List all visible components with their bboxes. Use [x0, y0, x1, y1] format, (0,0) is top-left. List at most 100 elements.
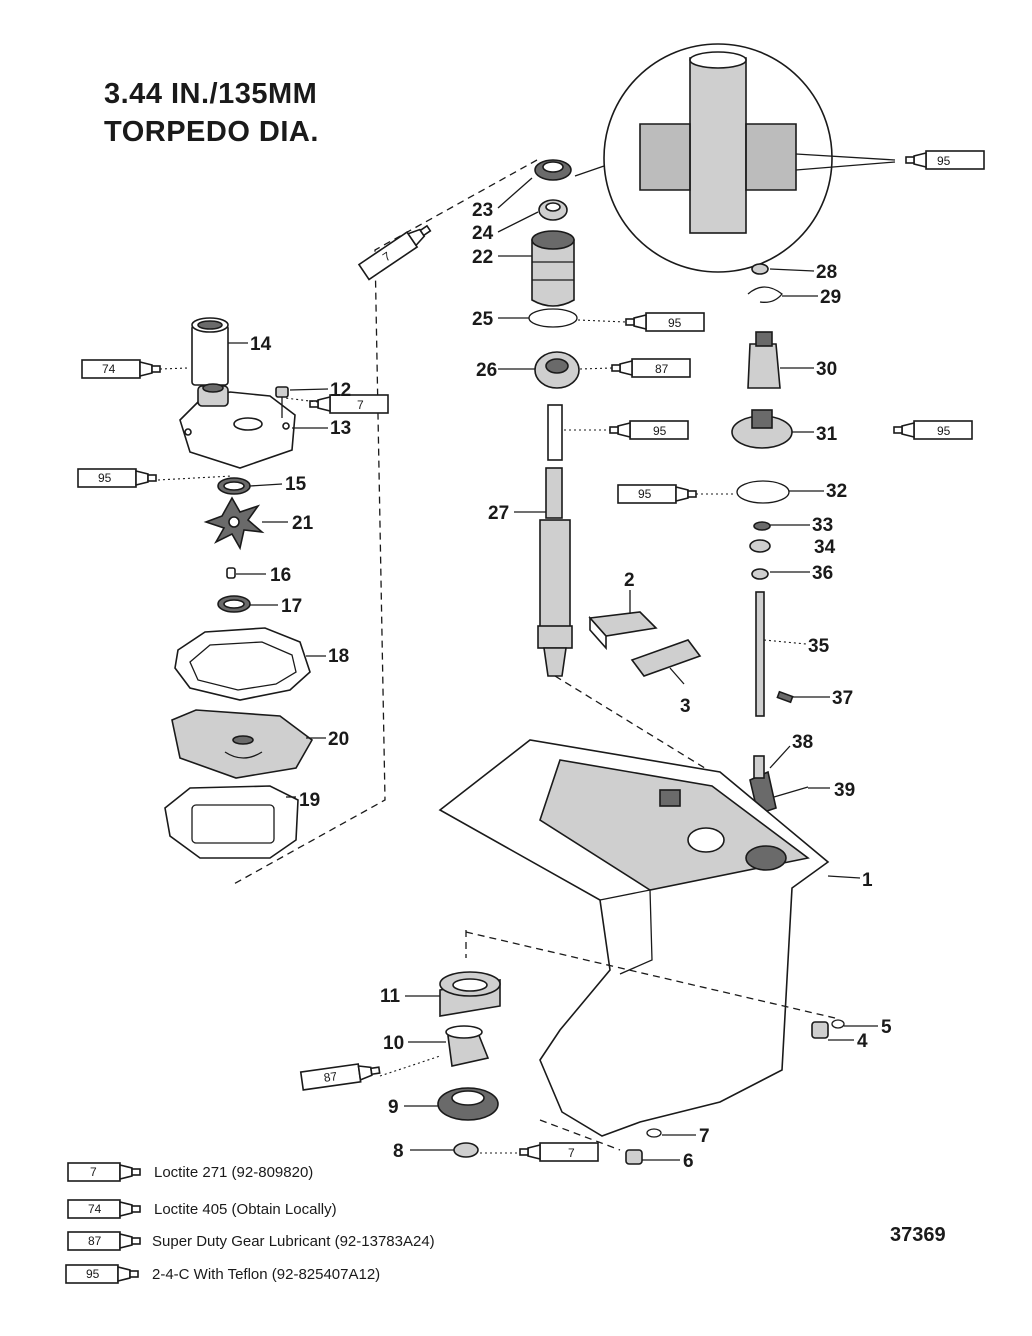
- label-part-21: 21: [292, 513, 314, 534]
- part-14-insert-sleeve: [191, 317, 229, 386]
- part-8-nut: [453, 1142, 479, 1158]
- label-part-34: 34: [814, 537, 836, 558]
- label-part-4: 4: [857, 1031, 868, 1052]
- tube-87-part-10-label: 87: [323, 1069, 338, 1085]
- label-part-30: 30: [816, 359, 837, 380]
- tube-95-left-line: [157, 475, 233, 481]
- part-27-driveshaft: [537, 404, 573, 677]
- part-26-bearing: [534, 351, 580, 389]
- legend-tube-code-2: 74: [88, 1202, 102, 1216]
- legend-tube-code-4: 95: [86, 1267, 100, 1281]
- label-part-39: 39: [834, 780, 855, 801]
- tube-74-left-line: [159, 367, 189, 370]
- tube-7-part-12-label: 7: [357, 398, 364, 412]
- tube-87-part-26: [611, 358, 691, 378]
- tube-95-left-label: 95: [98, 471, 112, 485]
- part-28-nut: [751, 263, 769, 275]
- tube-95-part-27: [609, 420, 689, 440]
- part-2-shim: [588, 611, 658, 651]
- part-29-retaining-ring: [747, 286, 783, 303]
- part-36-nut: [751, 568, 769, 580]
- label-part-17: 17: [281, 596, 302, 617]
- label-part-11: 11: [380, 986, 401, 1007]
- label-part-35: 35: [808, 636, 830, 657]
- driveshaft-dash-line: [554, 675, 709, 771]
- part-5-sealing-washer: [831, 1019, 845, 1029]
- label-part-27: 27: [488, 503, 509, 524]
- part-7-sealing-washer: [646, 1128, 662, 1138]
- tube-7-part-8-label: 7: [568, 1146, 575, 1160]
- legend-text-4: 2-4-C With Teflon (92-825407A12): [152, 1266, 380, 1283]
- diagram-title-line-1: 3.44 IN./135MM: [104, 78, 318, 110]
- tube-95-part-31-label: 95: [937, 424, 951, 438]
- label-part-38: 38: [792, 732, 813, 753]
- tube-87-part-10-line: [379, 1055, 441, 1077]
- label-part-32: 32: [826, 481, 847, 502]
- tube-95-part-32-label: 95: [638, 487, 652, 501]
- legend-text-2: Loctite 405 (Obtain Locally): [154, 1201, 337, 1218]
- legend: 7 Loctite 271 (92-809820) 74 Loctite 405…: [65, 1162, 435, 1284]
- part-30-shift-coupler: [747, 331, 781, 389]
- part-25-o-ring: [528, 308, 578, 328]
- legend-tube-code-3: 87: [88, 1234, 102, 1248]
- tube-95-seal-lines: [795, 153, 896, 171]
- part-4-screw: [811, 1021, 829, 1039]
- pinion-dash-line-upper: [465, 931, 836, 1019]
- part-3-shim: [630, 639, 702, 677]
- tube-7-part-12: [309, 394, 389, 414]
- label-part-2: 2: [624, 570, 635, 591]
- pinion-dash-line-lower: [539, 1119, 621, 1151]
- label-part-8: 8: [393, 1141, 404, 1162]
- tube-95-seal: [905, 150, 985, 170]
- legend-row-4: 95 2-4-C With Teflon (92-825407A12): [65, 1264, 380, 1284]
- label-part-9: 9: [388, 1097, 399, 1118]
- part-13-water-pump-body: [179, 383, 296, 469]
- part-10-tapered-bearing: [445, 1025, 490, 1067]
- label-part-3: 3: [680, 696, 691, 717]
- legend-text-1: Loctite 271 (92-809820): [154, 1164, 313, 1181]
- part-39-screw: [773, 786, 809, 798]
- label-part-12: 12: [330, 380, 351, 401]
- label-part-33: 33: [812, 515, 833, 536]
- label-part-31: 31: [816, 424, 838, 445]
- label-part-10: 10: [383, 1033, 404, 1054]
- label-part-1: 1: [862, 870, 873, 891]
- part-23-oil-seal: [534, 159, 572, 181]
- tube-95-part-27-label: 95: [653, 424, 667, 438]
- part-21-impeller: [203, 496, 265, 551]
- label-part-7: 7: [699, 1126, 710, 1147]
- label-part-23: 23: [472, 200, 493, 221]
- label-part-19: 19: [299, 790, 320, 811]
- part-18-gasket: [174, 627, 311, 701]
- part-6-screw: [625, 1149, 643, 1165]
- part-15-seal: [217, 477, 251, 495]
- part-33-o-ring: [753, 521, 771, 531]
- label-part-14: 14: [250, 334, 272, 355]
- part-24-bearing: [538, 199, 568, 221]
- tube-95-part-25: [625, 312, 705, 332]
- part-19-gasket: [164, 785, 299, 859]
- label-part-13: 13: [330, 418, 351, 439]
- part-16-drive-key: [226, 567, 236, 579]
- part-32-o-ring: [736, 480, 790, 504]
- tube-74-left: 74: [81, 359, 161, 379]
- label-part-6: 6: [683, 1151, 694, 1172]
- legend-text-3: Super Duty Gear Lubricant (92-13783A24): [152, 1233, 435, 1250]
- seal-detail-inset: [574, 43, 833, 273]
- label-part-36: 36: [812, 563, 833, 584]
- part-35-shift-shaft: [755, 591, 765, 717]
- label-part-26: 26: [476, 360, 497, 381]
- tube-95-left: 95: [77, 468, 157, 488]
- legend-row-1: 7 Loctite 271 (92-809820): [67, 1162, 313, 1182]
- tube-95-part-31: [893, 420, 973, 440]
- part-9-pinion-gear: [437, 1087, 499, 1121]
- part-20-face-plate: [171, 709, 314, 779]
- tube-7-part-8: [519, 1142, 599, 1162]
- part-37-pin: [776, 690, 794, 704]
- label-part-18: 18: [328, 646, 349, 667]
- label-part-29: 29: [820, 287, 841, 308]
- legend-row-3: 87 Super Duty Gear Lubricant (92-13783A2…: [67, 1231, 435, 1251]
- label-part-15: 15: [285, 474, 307, 495]
- leader-lines: [228, 177, 878, 1161]
